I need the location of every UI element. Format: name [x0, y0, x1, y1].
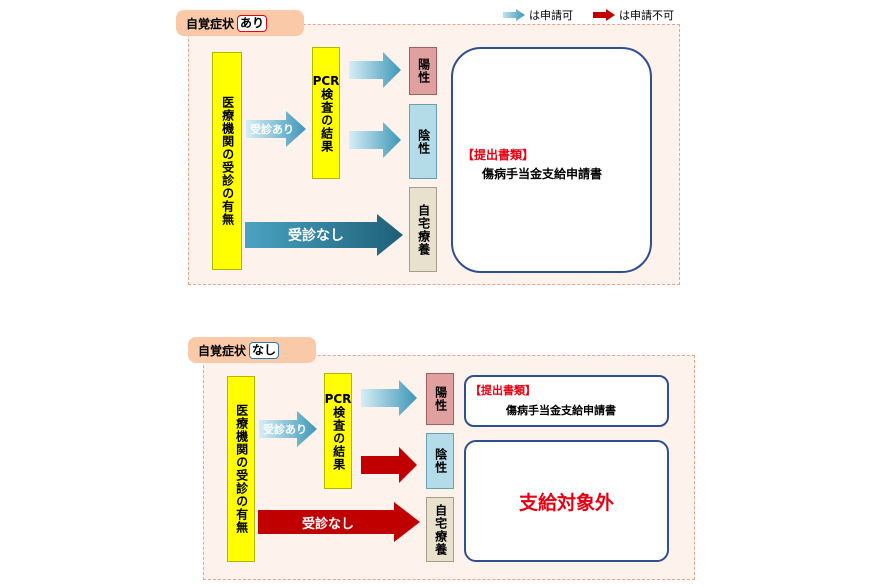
tab-symptoms-no: 自覚症状 なし — [188, 337, 316, 363]
blue-arrow-icon — [503, 9, 525, 21]
tab-label: 自覚症状 — [186, 16, 235, 31]
submission-box — [464, 375, 669, 427]
legend-not-allowed-label: は申請不可 — [619, 9, 674, 22]
legend-allowed: は申請可 — [503, 7, 573, 23]
tab-label: 自覚症状 — [198, 343, 247, 358]
legend-allowed-label: は申請可 — [529, 9, 573, 22]
submission-header: 【提出書類】 — [470, 384, 536, 397]
negative-box: 陰性 — [426, 433, 454, 489]
consult-box: 医療機関の受診の有無 — [227, 376, 255, 562]
tab-symptoms-yes: 自覚症状 あり — [176, 10, 304, 36]
positive-box: 陽性 — [409, 47, 437, 95]
legend-not-allowed: は申請不可 — [593, 7, 674, 23]
consult-no-arrow — [245, 214, 403, 256]
tab-tag-yes: あり — [237, 14, 268, 32]
consult-box: 医療機関の受診の有無 — [212, 52, 242, 270]
submission-document: 傷病手当金支給申請書 — [506, 404, 616, 417]
positive-arrow — [349, 52, 401, 88]
tab-tag-no: なし — [249, 341, 280, 359]
consult-yes-arrow — [246, 111, 306, 147]
pcr-box: PCR 検査の結果 — [324, 373, 352, 489]
pcr-box: PCR 検査の結果 — [312, 47, 340, 179]
pcr-result-text: 検査の結果 — [331, 405, 346, 471]
positive-box: 陽性 — [426, 373, 454, 425]
consult-no-label: 受診なし — [288, 228, 344, 244]
pcr-text: PCR — [324, 391, 352, 406]
consult-yes-arrow — [259, 411, 317, 447]
consult-no-arrow — [258, 502, 420, 542]
positive-arrow — [361, 380, 417, 416]
consult-yes-label: 受診あり — [263, 423, 307, 436]
home-care-box: 自宅療養 — [426, 497, 454, 562]
submission-document: 傷病手当金支給申請書 — [482, 167, 603, 181]
not-covered-label: 支給対象外 — [518, 492, 614, 514]
home-care-box: 自宅療養 — [409, 187, 437, 272]
pcr-result-text: 検査の結果 — [319, 87, 334, 153]
negative-arrow — [361, 447, 417, 483]
red-arrow-icon — [593, 9, 615, 21]
negative-box: 陰性 — [409, 104, 437, 179]
submission-box — [451, 47, 652, 273]
submission-header: 【提出書類】 — [462, 148, 535, 162]
pcr-text: PCR — [312, 73, 340, 88]
consult-yes-label: 受診あり — [250, 123, 294, 136]
not-covered-box — [464, 440, 669, 562]
consult-no-label: 受診なし — [302, 516, 355, 532]
negative-arrow — [349, 122, 401, 158]
